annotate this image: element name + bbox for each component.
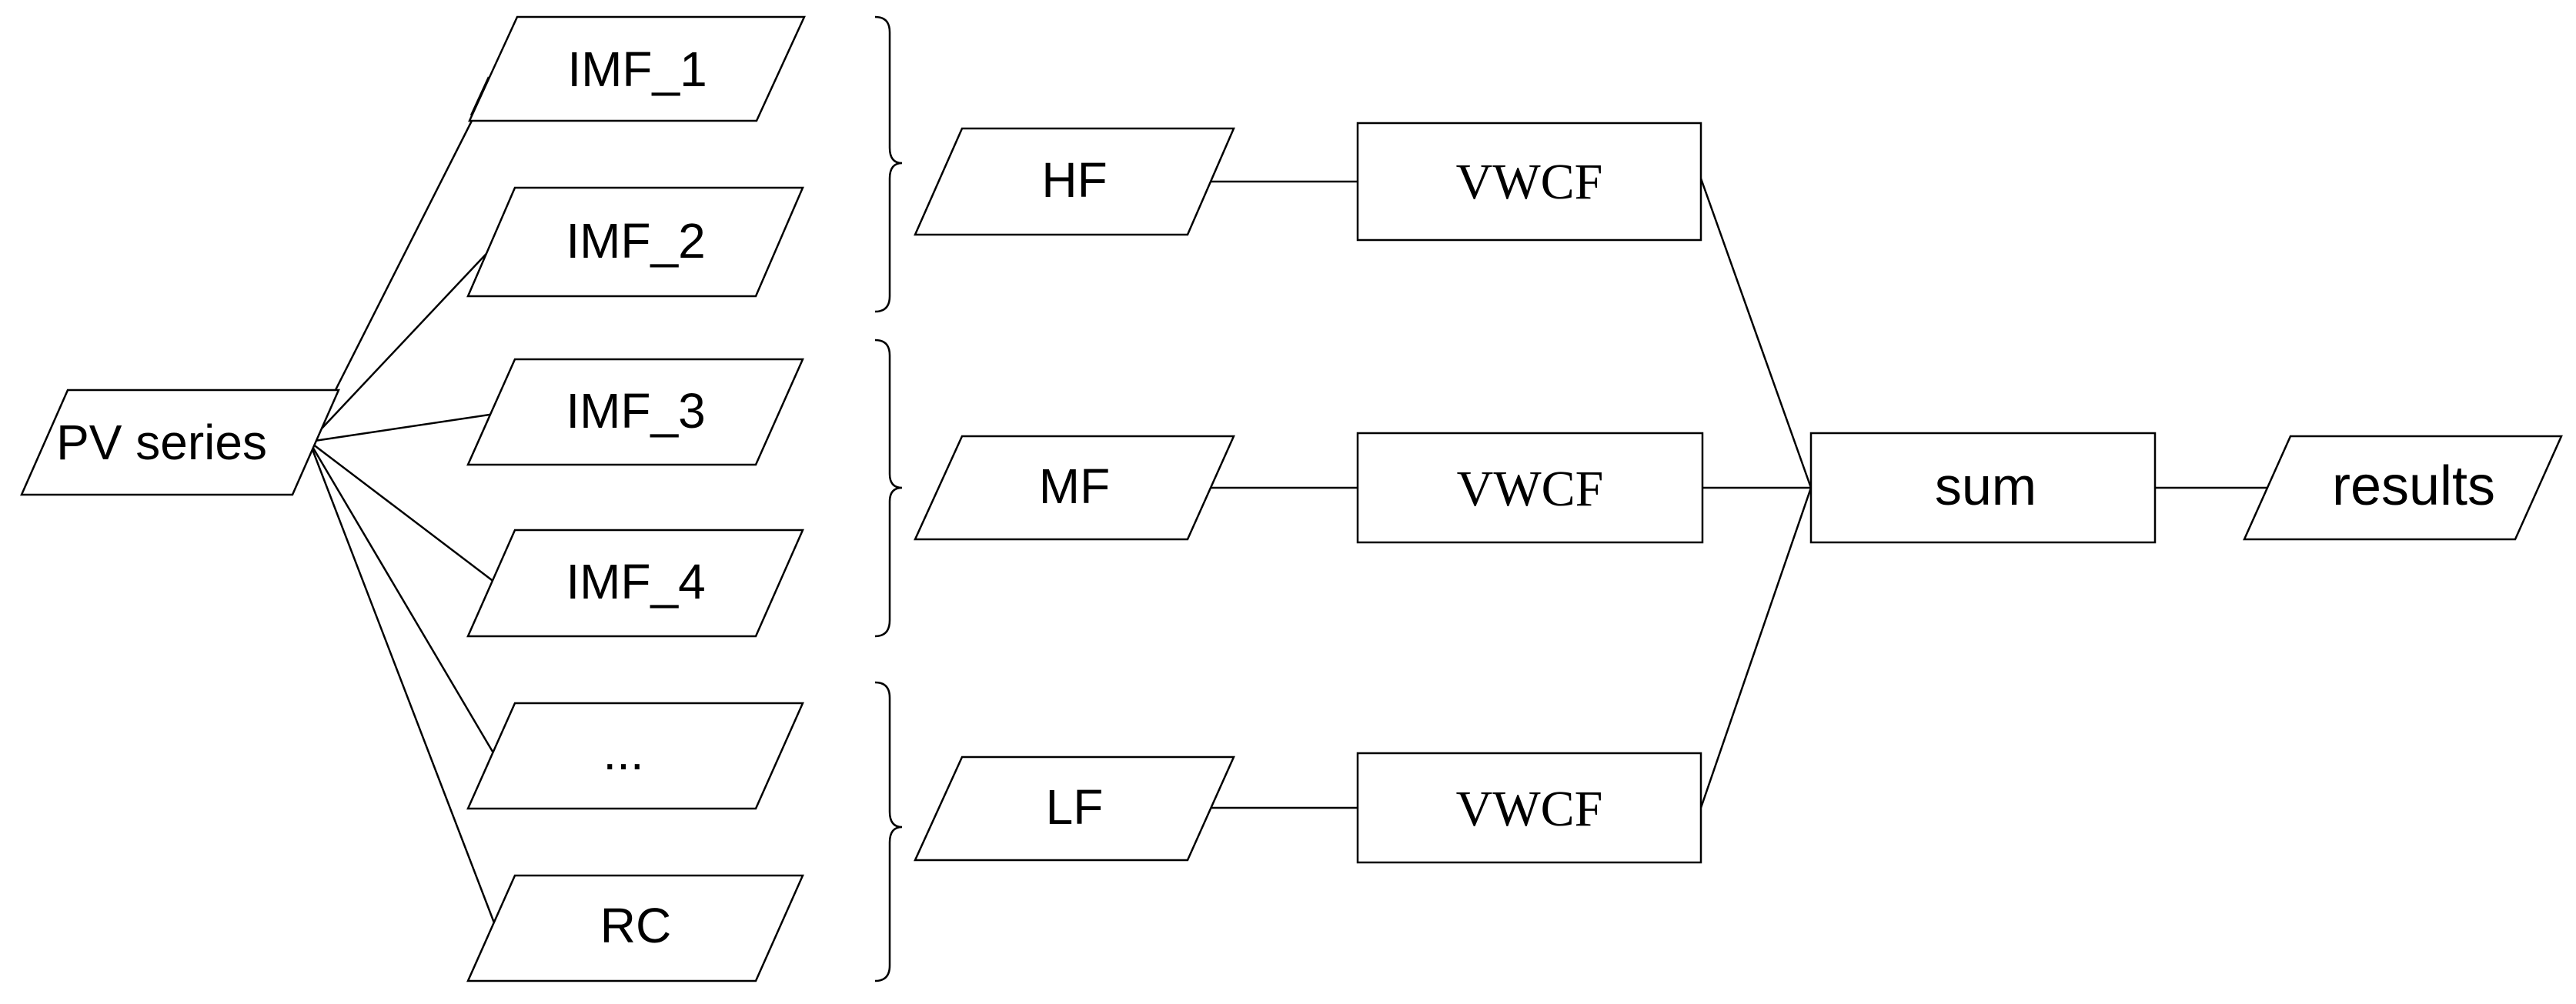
model-to-sum-edges: [1699, 178, 2267, 809]
component-node-label: IMF_3: [566, 383, 705, 439]
model-box: VWCF: [1356, 432, 1704, 544]
component-node: RC: [466, 874, 804, 982]
input-to-component-edges: [308, 120, 496, 926]
group-node-lf: LF: [914, 756, 1235, 862]
model-box: VWCF: [1356, 122, 1702, 242]
edge-input-imf3: [309, 412, 496, 443]
component-node-label: ...: [603, 725, 643, 780]
component-node: IMF_3: [466, 358, 804, 466]
input-node-label: PV series: [56, 415, 267, 470]
group-node-label: HF: [1041, 152, 1107, 208]
component-node-label: IMF_4: [566, 554, 705, 609]
sum-box-label: sum: [1935, 456, 2036, 516]
component-node-label: RC: [600, 898, 671, 953]
model-box-label: VWCF: [1456, 781, 1603, 837]
grouping-brace: [874, 339, 903, 638]
group-node-label: MF: [1039, 459, 1110, 514]
grouping-brace: [874, 681, 903, 982]
edge-input-imf4: [309, 441, 496, 583]
model-box-label: VWCF: [1456, 154, 1603, 210]
edge-vwcf3-sum: [1699, 487, 1813, 809]
group-node-label: LF: [1046, 779, 1104, 835]
edge-input-ellipsis: [308, 441, 496, 756]
output-node: results: [2243, 435, 2563, 541]
component-node-label: IMF_2: [566, 213, 705, 269]
grouping-brace: [874, 15, 903, 313]
model-box-label: VWCF: [1457, 461, 1604, 517]
output-node-label: results: [2332, 455, 2495, 517]
edge-input-rc: [308, 441, 496, 926]
group-node-mf: MF: [914, 435, 1235, 541]
component-node: IMF_4: [466, 529, 804, 638]
component-node-label: IMF_1: [567, 42, 707, 97]
input-node: PV series: [20, 389, 340, 496]
component-node: IMF_1: [468, 15, 806, 122]
edge-vwcf1-sum: [1699, 178, 1813, 489]
component-node: IMF_2: [466, 186, 804, 298]
group-node-hf: HF: [914, 127, 1235, 236]
model-box: VWCF: [1356, 752, 1702, 864]
edge-input-imf1: [308, 120, 473, 442]
component-node: ...: [466, 702, 804, 810]
group-to-model-edges: [1207, 180, 1358, 809]
edge-input-imf2: [309, 244, 496, 442]
sum-box: sum: [1809, 432, 2157, 544]
